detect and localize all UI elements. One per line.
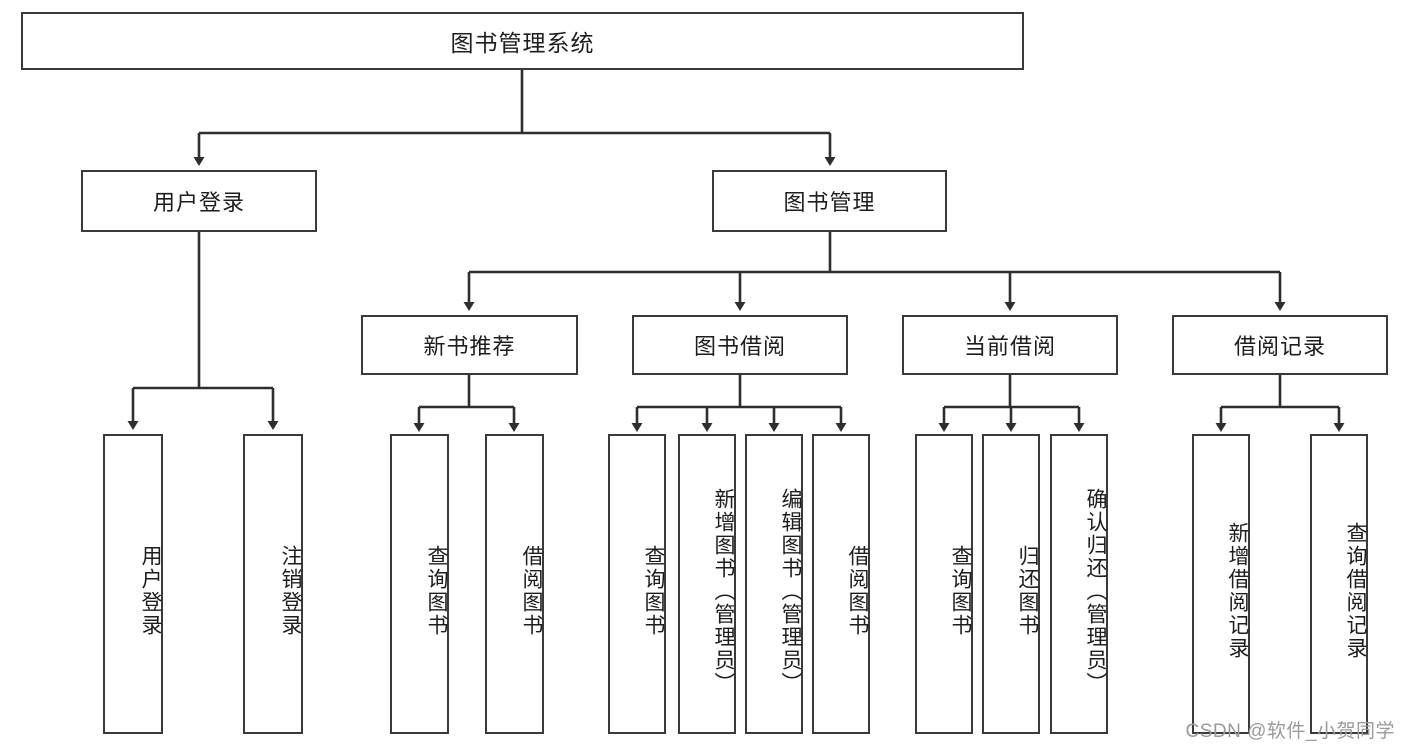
- node-leaf-add-book[interactable]: 新增图书（管理员）: [678, 434, 736, 734]
- node-leaf-edit-book[interactable]: 编辑图书（管理员）: [745, 434, 803, 734]
- node-leaf-query-record[interactable]: 查询借阅记录: [1310, 434, 1368, 734]
- node-leaf-user-logout-label: 注销登录: [279, 545, 302, 637]
- node-current-borrow[interactable]: 当前借阅: [902, 315, 1118, 375]
- node-leaf-borrow-book-2-label: 借阅图书: [846, 545, 869, 637]
- node-borrow-record[interactable]: 借阅记录: [1172, 315, 1388, 375]
- node-leaf-borrow-book-2[interactable]: 借阅图书: [812, 434, 870, 734]
- node-leaf-query-book-1-label: 查询图书: [425, 545, 448, 637]
- node-leaf-confirm-return-label: 确认归还（管理员）: [1084, 487, 1107, 695]
- node-leaf-user-login-label: 用户登录: [139, 545, 162, 637]
- node-new-book-recommend-label: 新书推荐: [423, 334, 516, 359]
- node-leaf-add-book-label: 新增图书（管理员）: [712, 487, 735, 695]
- node-root[interactable]: 图书管理系统: [21, 12, 1024, 70]
- node-book-manage-label: 图书管理: [783, 190, 876, 215]
- csdn-watermark: CSDN @软件_小贺同学: [1185, 721, 1395, 742]
- node-book-manage[interactable]: 图书管理: [712, 170, 947, 232]
- node-leaf-borrow-book-1[interactable]: 借阅图书: [485, 434, 544, 734]
- node-root-label: 图书管理系统: [450, 30, 595, 56]
- node-leaf-query-book-3-label: 查询图书: [949, 545, 972, 637]
- node-leaf-borrow-book-1-label: 借阅图书: [520, 545, 543, 637]
- node-leaf-return-book[interactable]: 归还图书: [982, 434, 1040, 734]
- node-leaf-query-book-2[interactable]: 查询图书: [608, 434, 666, 734]
- node-leaf-return-book-label: 归还图书: [1016, 545, 1039, 637]
- node-leaf-user-logout[interactable]: 注销登录: [243, 434, 303, 734]
- node-leaf-query-book-3[interactable]: 查询图书: [915, 434, 973, 734]
- node-user-login-label: 用户登录: [152, 190, 245, 215]
- node-leaf-add-record-label: 新增借阅记录: [1226, 522, 1249, 660]
- node-leaf-user-login[interactable]: 用户登录: [103, 434, 163, 734]
- node-book-borrow-label: 图书借阅: [693, 334, 786, 359]
- node-user-login[interactable]: 用户登录: [81, 170, 317, 232]
- node-leaf-add-record[interactable]: 新增借阅记录: [1192, 434, 1250, 734]
- node-leaf-query-book-1[interactable]: 查询图书: [390, 434, 449, 734]
- node-book-borrow[interactable]: 图书借阅: [632, 315, 848, 375]
- node-current-borrow-label: 当前借阅: [963, 334, 1056, 359]
- node-leaf-edit-book-label: 编辑图书（管理员）: [779, 487, 802, 695]
- node-leaf-query-book-2-label: 查询图书: [642, 545, 665, 637]
- node-leaf-query-record-label: 查询借阅记录: [1344, 522, 1367, 660]
- node-new-book-recommend[interactable]: 新书推荐: [361, 315, 578, 375]
- node-borrow-record-label: 借阅记录: [1233, 334, 1326, 359]
- node-leaf-confirm-return[interactable]: 确认归还（管理员）: [1050, 434, 1108, 734]
